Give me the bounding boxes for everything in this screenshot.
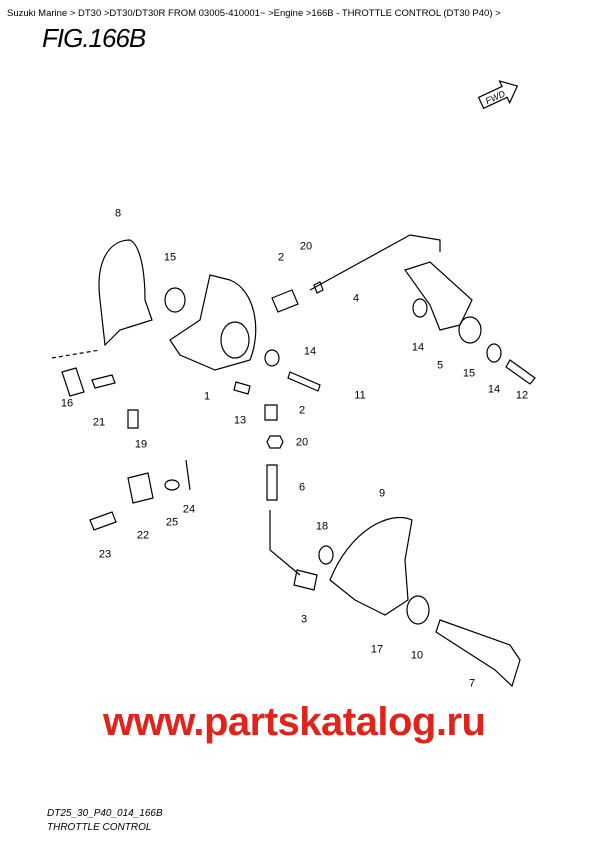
part-16-pin — [61, 367, 85, 397]
callout-7[interactable]: 7 — [468, 677, 476, 690]
breadcrumb[interactable]: Suzuki Marine > DT30 >DT30/DT30R FROM 03… — [7, 8, 501, 19]
callout-21[interactable]: 21 — [92, 416, 106, 429]
callout-14[interactable]: 14 — [303, 345, 317, 358]
callout-3[interactable]: 3 — [300, 613, 308, 626]
part-20-nut — [266, 435, 284, 449]
callout-9[interactable]: 9 — [378, 487, 386, 500]
callout-12[interactable]: 12 — [515, 389, 529, 402]
callout-22[interactable]: 22 — [136, 529, 150, 542]
drawing-code: DT25_30_P40_014_166B — [47, 808, 163, 819]
figure-title: FIG.166B — [42, 23, 146, 53]
callout-2[interactable]: 2 — [298, 404, 306, 417]
callout-17[interactable]: 17 — [370, 643, 384, 656]
part-13-bolt — [233, 381, 251, 395]
part-7-shaft — [435, 619, 521, 688]
callout-15[interactable]: 15 — [462, 367, 476, 380]
callout-24[interactable]: 24 — [182, 503, 196, 516]
part-20-nut-top — [313, 281, 324, 294]
callout-4[interactable]: 4 — [352, 292, 360, 305]
callout-2[interactable]: 2 — [277, 251, 285, 264]
part-12-bolt — [505, 359, 536, 385]
callout-5[interactable]: 5 — [436, 359, 444, 372]
control-cable — [269, 510, 301, 576]
callout-14[interactable]: 14 — [411, 341, 425, 354]
drawing-caption: THROTTLE CONTROL — [47, 822, 152, 833]
callout-23[interactable]: 23 — [98, 548, 112, 561]
part-5-lever — [404, 261, 473, 331]
part-21-clip — [91, 374, 116, 389]
part-15-bushing-right — [458, 316, 482, 344]
part-2-joint — [271, 289, 299, 313]
part-1-hub — [220, 321, 250, 359]
part-14-washer — [412, 298, 428, 318]
callout-10[interactable]: 10 — [410, 649, 424, 662]
fwd-label: FWD — [484, 88, 507, 106]
callout-14[interactable]: 14 — [487, 383, 501, 396]
part-6-rod — [266, 464, 278, 501]
callout-13[interactable]: 13 — [233, 414, 247, 427]
callout-20[interactable]: 20 — [299, 240, 313, 253]
callout-19[interactable]: 19 — [134, 438, 148, 451]
callout-6[interactable]: 6 — [298, 481, 306, 494]
watermark: www.partskatalog.ru — [103, 700, 486, 744]
part-24-pin — [185, 459, 191, 491]
part-8-bracket — [98, 239, 153, 347]
fwd-arrow-icon: FWD — [477, 80, 519, 110]
callout-8[interactable]: 8 — [114, 207, 122, 220]
part-1-lever — [169, 274, 257, 371]
part-3-clip — [293, 569, 318, 591]
callout-11[interactable]: 11 — [354, 389, 366, 402]
part-25-washer — [164, 479, 180, 491]
part-9-cam — [329, 516, 413, 616]
part-14-washer-center — [264, 349, 280, 367]
part-11-bolt — [287, 371, 321, 392]
callout-20[interactable]: 20 — [295, 436, 309, 449]
part-10-bushing — [406, 595, 430, 625]
part-2-joint-lower — [264, 404, 278, 421]
part-14-washer-right — [486, 343, 502, 363]
part-19-bolt — [127, 409, 139, 429]
callout-25[interactable]: 25 — [165, 516, 179, 529]
part-23-pin — [89, 511, 117, 531]
callout-1[interactable]: 1 — [203, 390, 211, 403]
assembly-leader-line — [51, 349, 101, 359]
callout-15[interactable]: 15 — [163, 251, 177, 264]
callout-18[interactable]: 18 — [315, 520, 329, 533]
part-18-collar — [318, 545, 334, 565]
part-22-plate — [127, 472, 154, 504]
callout-16[interactable]: 16 — [60, 397, 74, 410]
part-15-bushing — [164, 287, 186, 313]
part-4-rod — [309, 234, 441, 291]
